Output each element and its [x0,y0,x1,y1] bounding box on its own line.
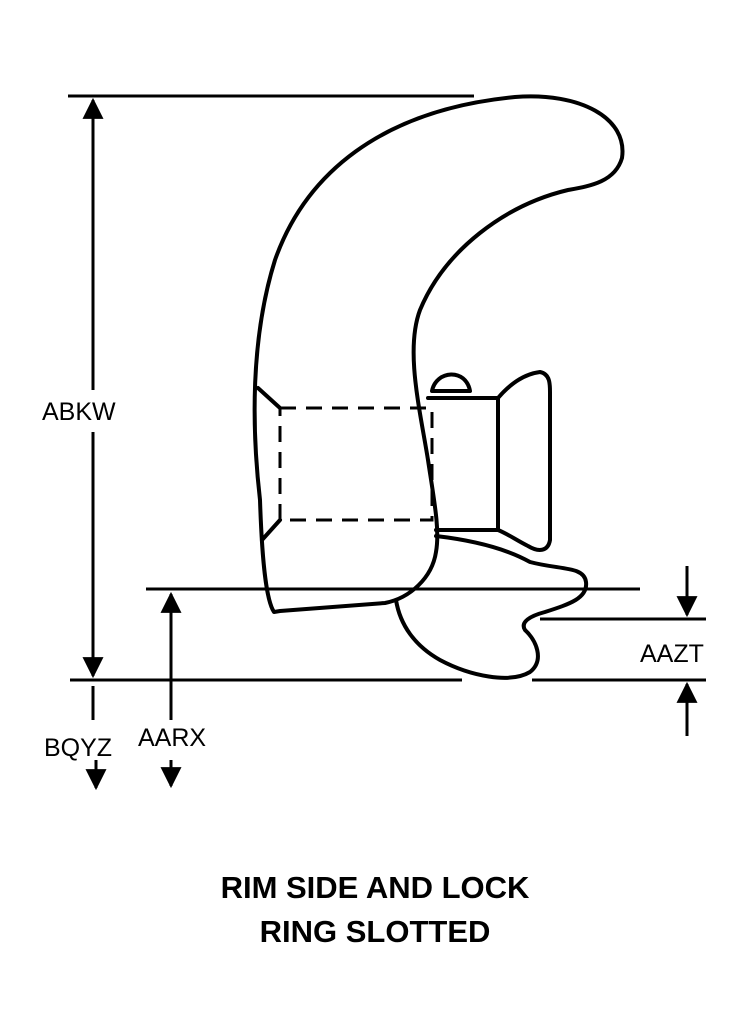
hook-bevel-line [256,386,282,410]
part-outline [252,94,625,680]
hidden-bore [278,406,434,522]
aazt-label: AAZT [640,640,704,668]
lower-flange [394,534,589,680]
bqyz-label: BQYZ [44,734,112,762]
latch-dome [430,372,472,393]
diagram-caption: RIM SIDE AND LOCK RING SLOTTED [0,866,750,954]
lock-ring-body [426,370,552,552]
abkw-label: ABKW [42,398,116,426]
hook-bevel-line-lower [260,518,282,542]
aarx-label: AARX [138,724,206,752]
caption-line-2: RING SLOTTED [259,914,491,949]
caption-line-1: RIM SIDE AND LOCK [220,870,530,905]
extension-lines [68,94,706,682]
hook-body [252,94,625,614]
hidden-lines [278,406,434,522]
dimension-lines [82,97,698,791]
